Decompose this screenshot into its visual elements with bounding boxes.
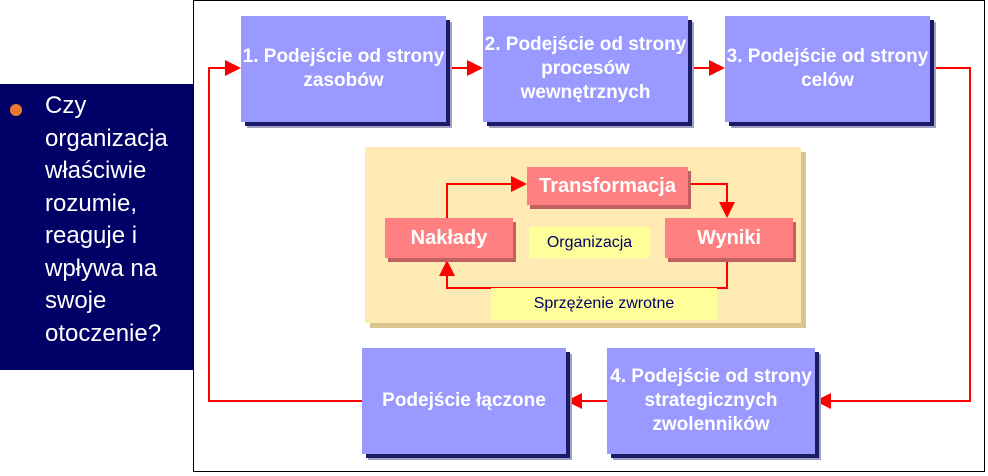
feedback-label: Sprzężenie zwrotne	[491, 288, 717, 320]
arrow-loop-left	[208, 60, 362, 402]
bullet-icon	[10, 104, 22, 116]
inputs-box: Nakłady	[385, 218, 513, 258]
diagram-frame	[193, 0, 985, 472]
approach-box-resources: 1. Podejście od strony zasobów	[241, 16, 446, 122]
approach-box-goals: 3. Podejście od strony celów	[725, 16, 930, 122]
question-text: Czy organizacja właściwie rozumie, reagu…	[45, 92, 168, 347]
outputs-box: Wyniki	[665, 218, 793, 258]
question-panel	[0, 84, 193, 370]
transformation-box: Transformacja	[527, 167, 688, 205]
approach-box-stakeholders: 4. Podejście od strony strategicznych zw…	[607, 348, 815, 454]
approach-box-processes: 2. Podejście od strony procesów wewnętrz…	[483, 16, 688, 122]
approach-box-combined: Podejście łączone	[362, 348, 566, 454]
organization-label: Organizacja	[529, 227, 650, 258]
arrow-loop-right	[815, 67, 971, 409]
